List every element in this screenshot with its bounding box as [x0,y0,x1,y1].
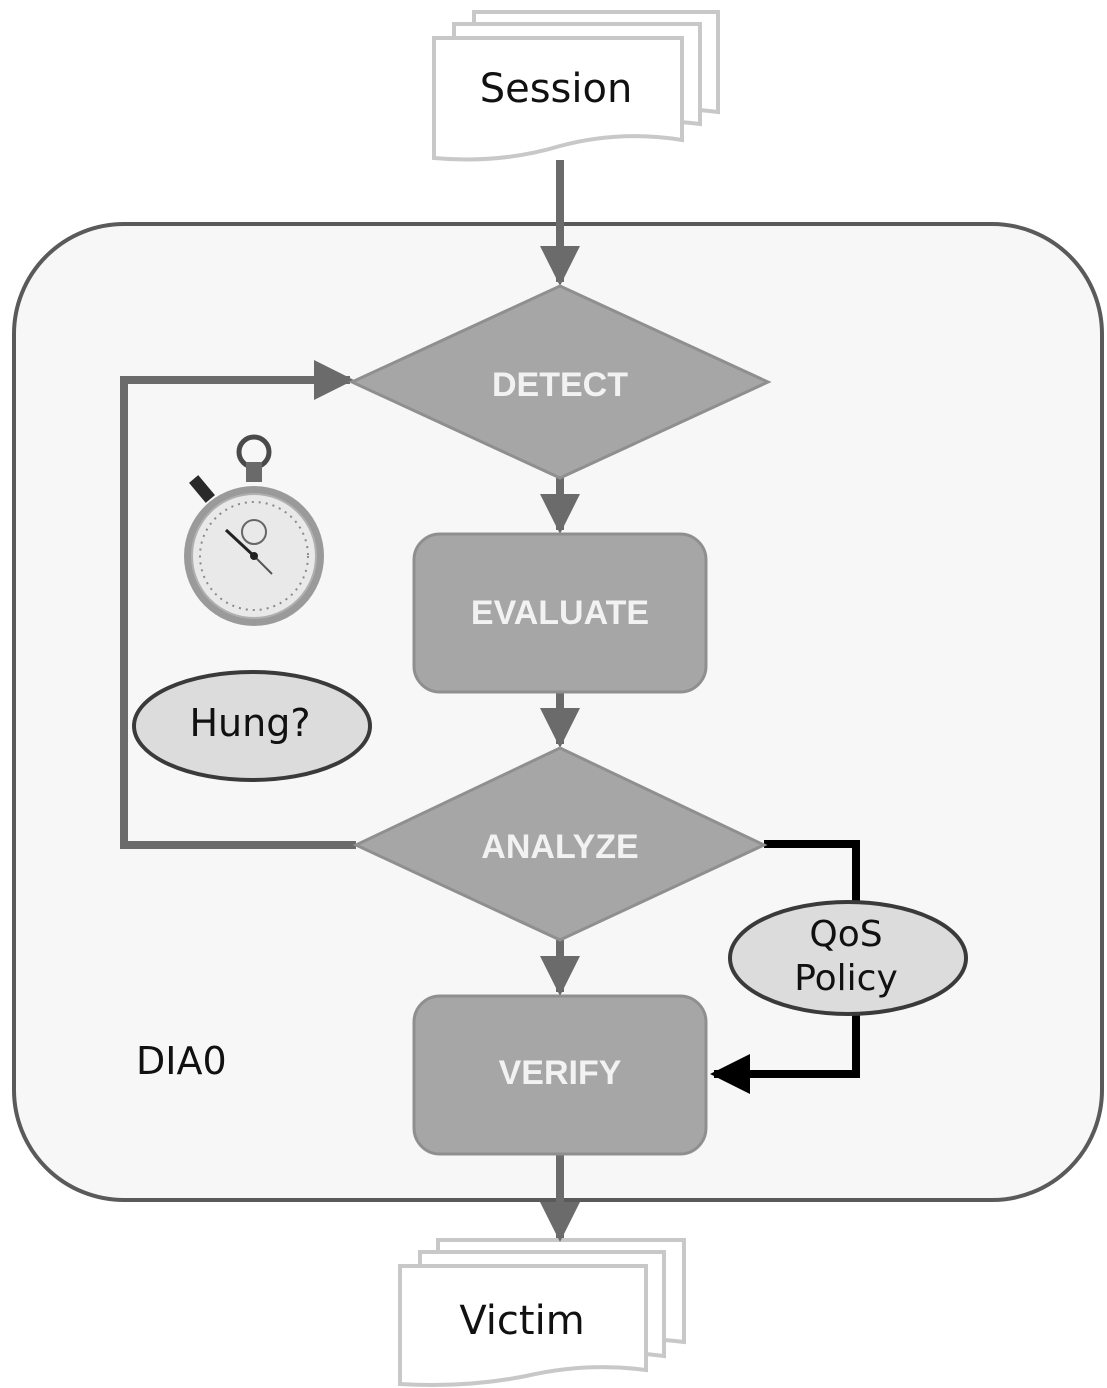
session-document: Session [432,10,720,162]
detect-step: DETECT [348,284,772,480]
qos-label-line1: QoS [809,914,882,955]
session-label: Session [480,66,633,112]
hung-oval: Hung? [132,670,372,782]
verify-label: VERIFY [499,1054,622,1092]
evaluate-label: EVALUATE [471,594,649,632]
verify-step: VERIFY [412,994,708,1156]
victim-label: Victim [459,1298,584,1344]
flow-arrows [120,160,580,1242]
stopwatch-icon [184,434,324,626]
analyze-step: ANALYZE [352,746,768,942]
analyze-label: ANALYZE [481,828,638,866]
detect-label: DETECT [492,366,628,404]
qos-label-line2: Policy [794,958,898,999]
victim-document: Victim [398,1238,686,1387]
qos-policy-oval: QoS Policy [728,900,968,1016]
evaluate-step: EVALUATE [412,532,708,694]
hung-label: Hung? [189,701,310,745]
arrow-loop-analyze-to-detect [120,360,356,849]
container-label: DIA0 [136,1039,227,1083]
